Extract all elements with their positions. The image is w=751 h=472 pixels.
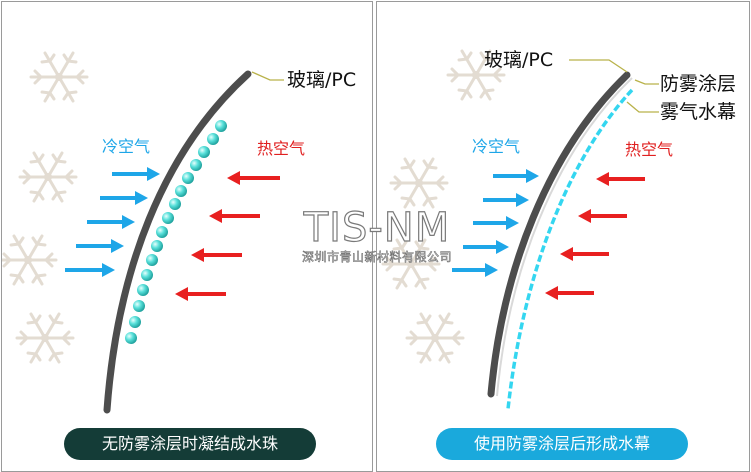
glass-label: 玻璃/PC bbox=[287, 69, 357, 91]
glass-leader-line bbox=[251, 71, 284, 81]
arrow-left-icon bbox=[209, 209, 260, 223]
watermark-logo: TIS-NM bbox=[303, 205, 451, 251]
glass-curve bbox=[103, 70, 252, 414]
snowflake-icon bbox=[18, 151, 78, 203]
arrow-right-icon bbox=[473, 216, 519, 230]
droplet bbox=[169, 198, 181, 210]
arrow-left-icon bbox=[578, 209, 627, 223]
anti-fog-coating-layer bbox=[496, 77, 633, 397]
water-film-leader-line bbox=[626, 101, 659, 113]
coating-leader-line bbox=[634, 79, 659, 85]
droplet bbox=[151, 240, 163, 252]
droplet bbox=[162, 212, 174, 224]
anti-fog-coating-label: 防雾涂层 bbox=[660, 73, 737, 95]
hot-air-label: 热空气 bbox=[625, 140, 674, 159]
arrow-right-icon bbox=[463, 240, 509, 254]
droplet bbox=[207, 133, 219, 145]
droplet bbox=[190, 159, 202, 171]
arrow-right-icon bbox=[493, 169, 539, 183]
snowflake-icon bbox=[2, 234, 58, 286]
arrow-right-icon bbox=[76, 239, 124, 253]
droplet bbox=[156, 226, 168, 238]
water-droplets bbox=[125, 120, 227, 344]
arrow-left-icon bbox=[191, 248, 242, 262]
arrow-right-icon bbox=[87, 215, 135, 229]
arrow-left-icon bbox=[175, 287, 226, 301]
left-diagram-graphic bbox=[2, 51, 284, 414]
cold-air-arrows bbox=[452, 169, 539, 277]
droplet bbox=[215, 120, 227, 132]
hot-air-label: 热空气 bbox=[257, 139, 306, 158]
cold-air-arrows bbox=[65, 167, 160, 277]
glass-leader-line bbox=[569, 59, 628, 73]
snowflake-icon bbox=[405, 312, 465, 364]
water-film-label: 雾气水幕 bbox=[660, 101, 737, 123]
caption-with-coating: 使用防雾涂层后形成水幕 bbox=[436, 428, 688, 460]
glass-curve bbox=[487, 71, 631, 398]
arrow-right-icon bbox=[112, 167, 160, 181]
watermark: TIS-NM 深圳市青山新材料有限公司 bbox=[292, 205, 462, 270]
snowflake-icon bbox=[29, 51, 89, 103]
cold-air-label: 冷空气 bbox=[102, 137, 151, 156]
watermark-company: 深圳市青山新材料有限公司 bbox=[301, 250, 452, 265]
droplet bbox=[129, 316, 141, 328]
cold-air-label: 冷空气 bbox=[472, 137, 521, 156]
glass-label: 玻璃/PC bbox=[484, 49, 554, 71]
arrow-right-icon bbox=[483, 193, 529, 207]
arrow-left-icon bbox=[545, 286, 594, 300]
droplet bbox=[133, 300, 145, 312]
snowflake-icon bbox=[15, 312, 75, 364]
arrow-right-icon bbox=[452, 263, 498, 277]
panel-without-coating: 玻璃/PC 冷空气 热空气 无防雾涂层时凝结成水珠 bbox=[1, 1, 373, 472]
caption-without-coating: 无防雾涂层时凝结成水珠 bbox=[64, 428, 316, 460]
hot-air-arrows bbox=[175, 171, 280, 301]
droplet bbox=[125, 332, 137, 344]
hot-air-arrows bbox=[545, 172, 645, 300]
arrow-left-icon bbox=[560, 247, 609, 261]
arrow-left-icon bbox=[596, 172, 645, 186]
arrow-right-icon bbox=[100, 191, 148, 205]
arrow-left-icon bbox=[227, 171, 280, 185]
droplet bbox=[137, 284, 149, 296]
droplet bbox=[141, 269, 153, 281]
droplet bbox=[146, 254, 158, 266]
panel-with-coating: 玻璃/PC 防雾涂层 雾气水幕 冷空气 热空气 使用防雾涂层后形成水幕 bbox=[376, 1, 750, 472]
water-film-layer bbox=[506, 88, 634, 410]
droplet bbox=[175, 185, 187, 197]
droplet bbox=[182, 172, 194, 184]
snowflake-icon bbox=[389, 157, 449, 209]
arrow-right-icon bbox=[65, 263, 115, 277]
droplet bbox=[198, 146, 210, 158]
right-diagram-graphic bbox=[381, 49, 659, 410]
